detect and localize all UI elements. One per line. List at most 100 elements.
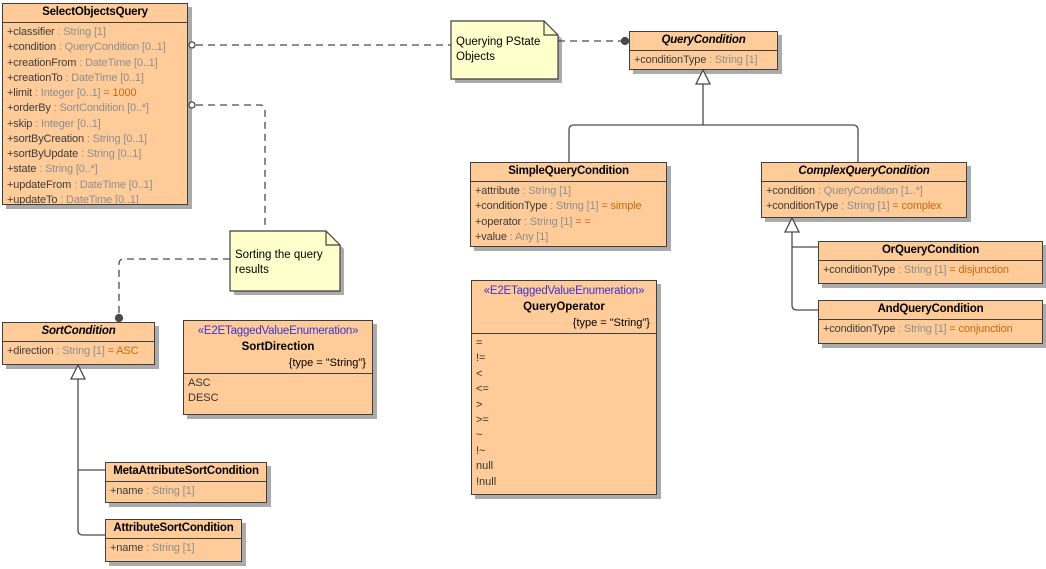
class-name: AndQueryCondition xyxy=(819,301,1042,320)
note-text-sorting: Sorting the query results xyxy=(235,249,323,276)
attribute-name: +conditionType xyxy=(766,200,839,213)
enum-box-queryoperator: «E2ETaggedValueEnumeration» QueryOperato… xyxy=(471,280,657,495)
note-link-sortcondition xyxy=(118,258,230,314)
attribute-default: = conjunction xyxy=(946,323,1013,335)
attribute-type: : String [1] xyxy=(895,264,947,276)
attribute-anchor-circle-icon xyxy=(188,41,196,49)
attribute-name: +name xyxy=(110,542,144,554)
attribute-compartment: +conditionType : String [1] xyxy=(630,51,777,68)
enum-header: «E2ETaggedValueEnumeration» SortDirectio… xyxy=(184,321,372,374)
attribute-row: +conditionType : String [1] = complex xyxy=(766,199,966,214)
attribute-row: +value : Any [1] xyxy=(475,230,666,245)
attribute-default: = complex xyxy=(889,200,942,213)
attribute-row: +operator : String [1] = = xyxy=(475,215,666,230)
attribute-row: +classifier : String [1] xyxy=(7,25,187,40)
attribute-type: : Integer [0..1] xyxy=(32,117,101,130)
enum-value: <= xyxy=(476,383,489,396)
class-name: SelectObjectsQuery xyxy=(3,4,187,23)
attribute-type: : String [1] xyxy=(53,345,105,357)
attribute-name: +sortByCreation xyxy=(7,132,84,145)
attribute-compartment: +classifier : String [1]+condition : Que… xyxy=(3,23,187,205)
attribute-name: +condition xyxy=(7,41,56,54)
attribute-row: +conditionType : String [1] = simple xyxy=(475,199,666,214)
tagged-value: {type = "String"} xyxy=(572,317,650,329)
attribute-name: +creationFrom xyxy=(7,56,77,69)
attribute-name: +sortByUpdate xyxy=(7,148,79,160)
attribute-row: +condition : QueryCondition [1..*] xyxy=(766,184,966,199)
attribute-name: +creationTo xyxy=(7,71,63,84)
attribute-type: : String [0..1] xyxy=(78,148,142,160)
enum-header: «E2ETaggedValueEnumeration» QueryOperato… xyxy=(472,281,656,334)
enum-value: = xyxy=(476,337,483,349)
class-box-selectobjectsquery: SelectObjectsQuery +classifier : String … xyxy=(2,3,188,205)
attribute-default: = 1000 xyxy=(100,87,137,99)
attribute-type: : Integer [0..1] xyxy=(32,87,101,99)
attribute-anchor-circle-icon xyxy=(188,101,196,109)
class-name: OrQueryCondition xyxy=(819,242,1042,261)
attribute-row: +name : String [1] xyxy=(110,541,241,556)
attribute-compartment: +attribute : String [1]+conditionType : … xyxy=(471,182,666,245)
attribute-type: : DateTime [0..1] xyxy=(57,193,139,205)
class-box-attributesortcondition: AttributeSortCondition +name : String [1… xyxy=(105,519,242,562)
generalization-line xyxy=(568,124,859,162)
enum-value: != xyxy=(476,352,486,365)
attribute-type: : String [1] xyxy=(519,185,572,197)
attribute-compartment: +name : String [1] xyxy=(106,482,266,499)
attribute-row: +creationTo : DateTime [0..1] xyxy=(7,71,187,86)
attribute-compartment: +direction : String [1] = ASC xyxy=(3,342,154,359)
attribute-compartment: +name : String [1] xyxy=(106,539,241,556)
note-link-orderby xyxy=(196,104,266,229)
attribute-row: +state : String [0..*] xyxy=(7,162,187,177)
enum-value: !~ xyxy=(476,444,486,457)
attribute-compartment: +condition : QueryCondition [1..*]+condi… xyxy=(762,182,966,215)
attribute-type: : String [1] xyxy=(54,26,106,38)
attribute-type: : DateTime [0..1] xyxy=(76,56,158,69)
enum-name: QueryOperator xyxy=(523,301,605,313)
attribute-name: +direction xyxy=(7,345,54,357)
enum-value: DESC xyxy=(188,392,219,405)
attribute-name: +conditionType xyxy=(634,54,707,66)
attribute-type: : String [1] xyxy=(838,200,890,213)
attribute-type: : String [1] xyxy=(143,542,195,554)
generalization-line xyxy=(791,232,818,311)
generalization-arrow-icon xyxy=(69,363,87,380)
attribute-name: +conditionType xyxy=(475,200,548,213)
attribute-compartment: +conditionType : String [1] = conjunctio… xyxy=(819,320,1042,337)
tagged-value: {type = "String"} xyxy=(288,357,366,369)
attribute-name: +conditionType xyxy=(823,323,896,335)
attribute-row: +updateTo : DateTime [0..1] xyxy=(7,193,187,205)
note-fold-icon xyxy=(543,21,558,36)
attribute-default: = = xyxy=(572,215,591,228)
class-name: AttributeSortCondition xyxy=(106,520,241,539)
stereotype-label: «E2ETaggedValueEnumeration» xyxy=(197,325,359,337)
attribute-type: : String [1] xyxy=(895,323,947,335)
attribute-name: +attribute xyxy=(475,185,520,197)
attribute-name: +conditionType xyxy=(823,264,896,276)
class-name: SimpleQueryCondition xyxy=(471,163,666,182)
attribute-row: +condition : QueryCondition [0..1] xyxy=(7,40,187,55)
attribute-row: +attribute : String [1] xyxy=(475,184,666,199)
attribute-type: : DateTime [0..1] xyxy=(71,178,153,191)
attribute-default: = simple xyxy=(598,200,642,213)
attribute-row: +direction : String [1] = ASC xyxy=(7,344,154,359)
attribute-type: : String [1] xyxy=(143,485,195,497)
attribute-row: +sortByUpdate : String [0..1] xyxy=(7,147,187,162)
class-box-metaattributesortcondition: MetaAttributeSortCondition +name : Strin… xyxy=(105,462,267,503)
enum-value: >= xyxy=(476,414,489,427)
attribute-row: +name : String [1] xyxy=(110,484,266,499)
enum-value: ~ xyxy=(476,429,483,442)
enum-box-sortdirection: «E2ETaggedValueEnumeration» SortDirectio… xyxy=(183,320,373,415)
attribute-name: +value xyxy=(475,230,507,243)
attribute-type: : QueryCondition [1..*] xyxy=(814,185,923,197)
enum-value: < xyxy=(476,367,483,380)
attribute-default: = ASC xyxy=(104,345,139,357)
generalization-arrow-icon xyxy=(694,68,712,85)
attribute-row: +conditionType : String [1] = conjunctio… xyxy=(823,322,1042,337)
attribute-type: : String [1] xyxy=(547,200,599,213)
enum-name: SortDirection xyxy=(241,341,315,353)
note-text-querying: Querying PState Objects xyxy=(456,36,541,63)
attribute-name: +orderBy xyxy=(7,102,51,115)
generalization-line xyxy=(77,379,105,536)
